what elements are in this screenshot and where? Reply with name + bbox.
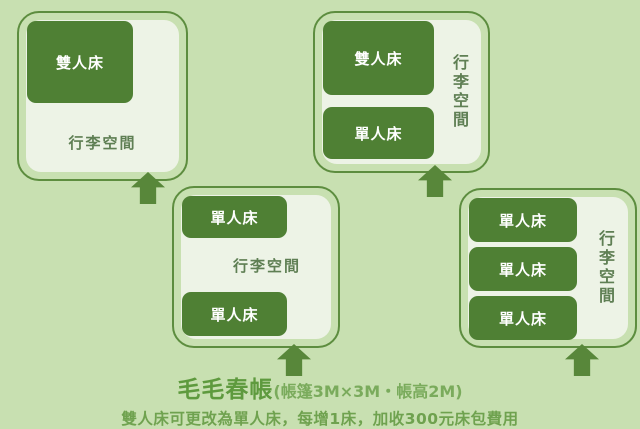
caption-block: 毛毛春帳 (帳篷3M×3M・帳高2M) 雙人床可更改為單人床，每增1床，加收30…: [0, 370, 640, 429]
room-card-two-singles[interactable]: 行李空間 單人床 單人床: [172, 186, 340, 348]
caption-title-row: 毛毛春帳 (帳篷3M×3M・帳高2M): [0, 370, 640, 404]
luggage-label: 行李空間: [68, 133, 137, 152]
room-card-double-bed-wide-luggage[interactable]: 行李空間 雙人床: [17, 11, 188, 181]
luggage-label: 行李空間: [232, 256, 301, 275]
luggage-label: 行李空間: [450, 54, 469, 130]
luggage-label: 行李空間: [596, 230, 615, 306]
bed-block-single-1[interactable]: 單人床: [323, 107, 434, 159]
bed-block-single-1[interactable]: 單人床: [182, 196, 287, 238]
tent-name: 毛毛春帳: [177, 377, 274, 403]
bed-block-double[interactable]: 雙人床: [323, 21, 434, 95]
bed-block-single-1[interactable]: 單人床: [469, 198, 577, 242]
bed-block-single-3[interactable]: 單人床: [469, 296, 577, 340]
room-card-three-singles[interactable]: 行李空間 單人床 單人床 單人床: [459, 188, 637, 348]
room-card-double-plus-single[interactable]: 行李空間 雙人床 單人床: [313, 11, 490, 173]
tent-spec: (帳篷3M×3M・帳高2M): [273, 382, 463, 401]
bed-block-double[interactable]: 雙人床: [27, 21, 133, 103]
tent-note: 雙人床可更改為單人床，每增1床，加收300元床包費用: [121, 410, 519, 428]
bed-block-single-2[interactable]: 單人床: [469, 247, 577, 291]
bed-block-single-2[interactable]: 單人床: [182, 292, 287, 336]
